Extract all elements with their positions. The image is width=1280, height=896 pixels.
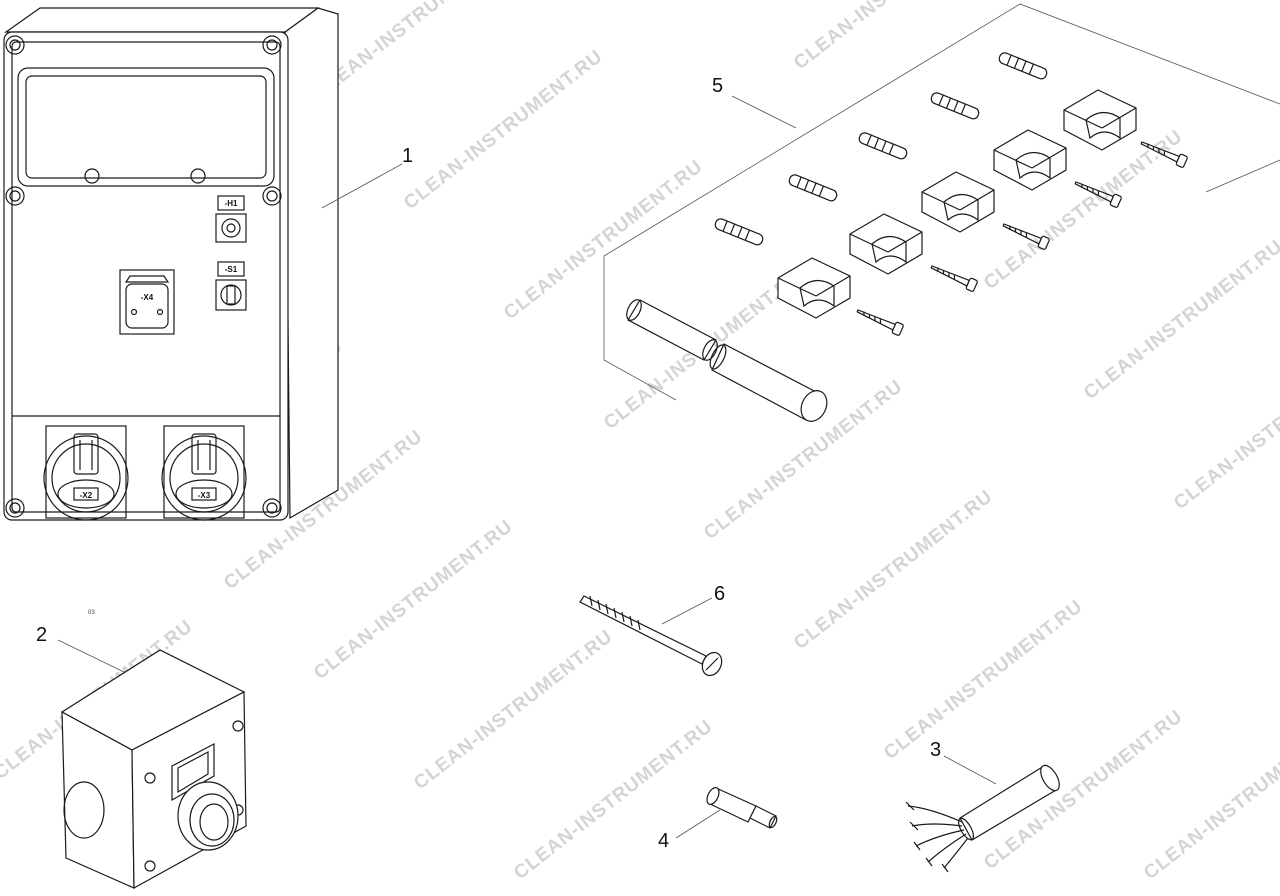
corner-screw	[262, 35, 282, 55]
watermark: CLEAN-INSTRUMENT.RU	[790, 486, 997, 654]
wood-screw	[856, 309, 904, 336]
leader-line	[943, 755, 997, 785]
watermark: CLEAN-INSTRUMENT.RU	[510, 716, 717, 884]
callout-5: 5	[712, 75, 723, 97]
tag-x3: -X3	[198, 491, 211, 500]
pipe-clip	[1063, 89, 1137, 151]
socket-x4: -X4	[119, 269, 175, 335]
watermark: CLEAN-INSTRUMENT.RU	[410, 626, 617, 794]
corner-screw	[262, 498, 282, 518]
leader-line	[321, 163, 403, 209]
part-5-mounting-kit: 5	[603, 3, 1280, 422]
indicator-lamp-h1: -H1	[215, 195, 247, 243]
fuse-tube	[626, 299, 828, 422]
socket-x2: -X2	[43, 425, 129, 521]
socket-x3: -X3	[161, 425, 247, 521]
watermark: CLEAN-INSTRUMENT.RU	[400, 46, 607, 214]
small-mark: 03	[88, 610, 95, 616]
wall-plug	[930, 92, 980, 120]
wall-plug	[788, 174, 838, 202]
leader-line	[57, 639, 125, 673]
part-4-ferrule: 4	[658, 787, 778, 852]
tag-x4: -X4	[141, 293, 154, 302]
watermark: CLEAN-INSTRUMENT.RU	[310, 516, 517, 684]
part-3-cable: 3	[905, 739, 1060, 873]
part-2-control-station: 03 2	[36, 610, 247, 890]
callout-3: 3	[930, 739, 941, 761]
callout-6: 6	[714, 583, 725, 605]
pipe-clip	[921, 171, 995, 233]
corner-screw	[5, 498, 25, 518]
leader-line	[661, 597, 713, 625]
wood-screw	[1140, 141, 1188, 168]
tag-h1: -H1	[225, 199, 238, 208]
leader-line	[731, 95, 797, 129]
wall-plug	[714, 218, 764, 246]
tag-x2: -X2	[80, 491, 93, 500]
watermark: CLEAN-INSTRUMENT.RU	[1170, 346, 1280, 514]
wall-plug	[858, 132, 908, 160]
pipe-clip	[993, 129, 1067, 191]
pipe-clip	[849, 213, 923, 275]
watermark: CLEAN-INSTRUMENT.RU	[310, 0, 517, 104]
watermark: CLEAN-INSTRUMENT.RU	[880, 596, 1087, 764]
watermark: CLEAN-INSTRUMENT.RU	[1080, 236, 1280, 404]
switch-s1: -S1	[215, 261, 247, 311]
callout-1: 1	[402, 145, 413, 167]
corner-screw	[5, 186, 25, 206]
wall-plug	[998, 52, 1048, 80]
wood-screw	[930, 265, 978, 292]
callout-2: 2	[36, 624, 47, 646]
push-button	[177, 781, 239, 851]
corner-screw	[262, 186, 282, 206]
leader-line	[675, 809, 721, 839]
wood-screw	[1074, 181, 1122, 208]
part-1-distribution-box: -H1 -S1 -X4	[3, 7, 413, 521]
part-6-long-screw: 6	[579, 583, 725, 677]
corner-screw	[5, 35, 25, 55]
wood-screw	[1002, 223, 1050, 250]
pipe-clip	[777, 257, 851, 319]
callout-4: 4	[658, 830, 669, 852]
tag-s1: -S1	[225, 265, 238, 274]
watermark: CLEAN-INSTRUMENT.RU	[500, 156, 707, 324]
